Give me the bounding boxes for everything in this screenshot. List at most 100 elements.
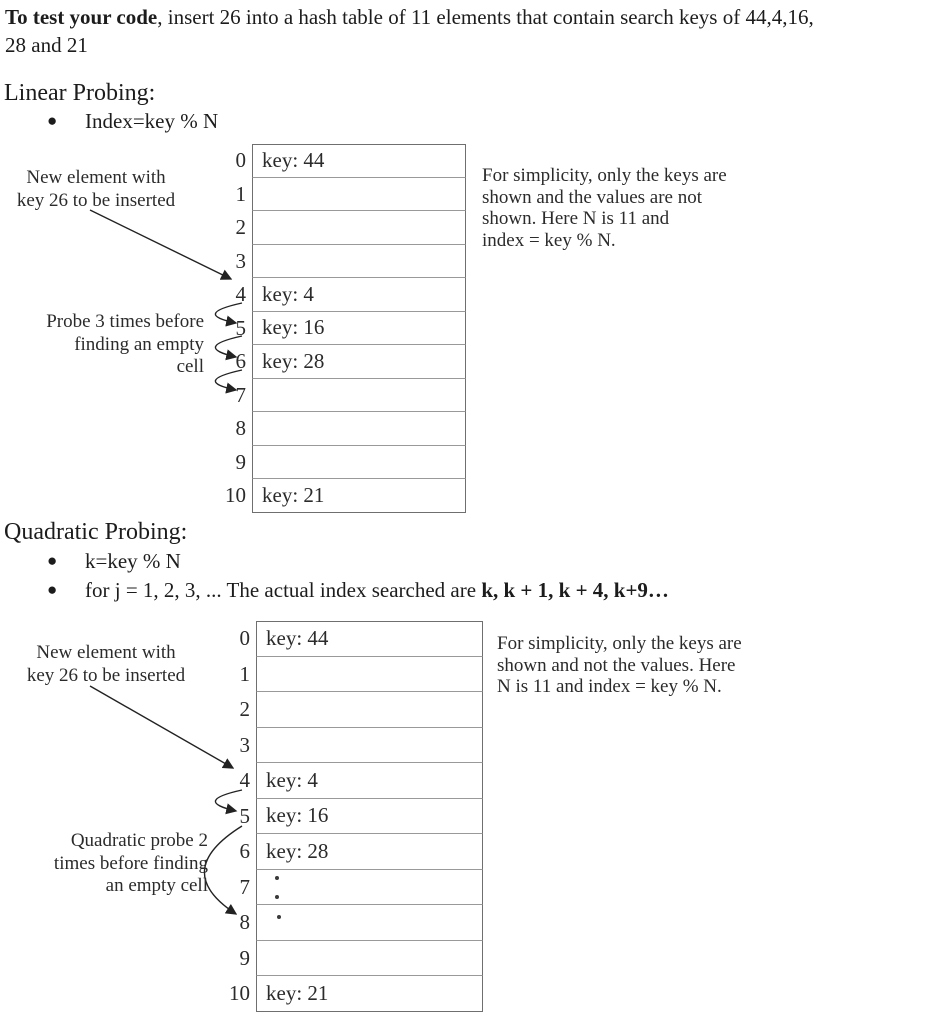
bullet-icon: ● [47,580,58,599]
quadratic-bullet-line-2: ● for j = 1, 2, 3, ... The actual index … [0,577,940,603]
label-line: index = key % N. [482,229,616,251]
bullet-icon: ● [47,111,58,130]
quadratic-bullet2-prefix: for j = 1, 2, 3, ... The actual index se… [85,578,482,602]
intro-rest: , insert 26 into a hash table of 11 elem… [157,5,814,29]
row-key-cell: key: 16 [252,311,466,345]
label-line: For simplicity, only the keys are [482,165,727,186]
hash-table-row-9: 9 [212,940,483,976]
hash-table-row-1: 1 [208,177,466,211]
row-key-cell [256,656,483,692]
hash-table-row-7: 7 [212,869,483,905]
row-key-cell [256,940,483,976]
row-index-label: 6 [239,839,251,864]
label-line: shown and the values are not [482,186,703,208]
linear-bullet-line: ● Index=key % N [0,108,940,134]
row-key-cell [256,727,483,763]
hash-table-row-3: 3 [208,244,466,278]
hash-table-row-9: 9 [208,445,466,479]
linear-probing-heading: Linear Probing: [4,80,156,106]
ellipsis-dot: · [277,915,281,919]
row-index-label: 1 [235,181,247,206]
row-index-label: 7 [239,874,251,899]
intro-line2: 28 and 21 [5,33,88,57]
row-index-label: 2 [239,697,251,722]
ellipsis-dot: · [275,895,279,899]
row-key-cell [252,211,466,245]
row-index-label: 10 [229,981,250,1006]
intro-bold-lead: To test your code [5,5,158,29]
label-line: For simplicity, only the keys are [497,633,742,654]
label-line: key 26 to be inserted [26,664,186,686]
row-key-cell [256,905,483,941]
quadratic-bullet2-bold: k, k + 1, k + 4, k+9… [481,578,669,602]
row-key-cell [252,378,466,412]
row-key-cell: key: 44 [252,144,466,178]
hash-table-row-7: 7 [208,378,466,412]
hash-table-row-3: 3 [212,727,483,763]
row-key-cell [256,869,483,905]
label-line: New element with [36,642,176,663]
label-line: New element with [26,167,166,188]
label-line: Probe 3 times before [46,311,204,332]
label-line: key 26 to be inserted [16,189,176,211]
row-index-label: 8 [235,416,247,441]
intro-paragraph: To test your code, insert 26 into a hash… [5,3,943,59]
row-key-cell: key: 28 [252,345,466,379]
row-key-cell [252,412,466,446]
quadratic-bullet-line-1: ● k=key % N [0,548,940,574]
label-line: N is 11 and index = key % N. [497,676,722,697]
hash-table-row-2: 2 [208,211,466,245]
row-key-cell: key: 44 [256,621,483,657]
quadratic-bullet-text-2: for j = 1, 2, 3, ... The actual index se… [85,577,669,603]
row-key-cell: key: 4 [256,763,483,799]
hash-table-row-8: 8 [208,412,466,446]
row-key-cell: key: 28 [256,834,483,870]
row-index-label: 4 [239,768,251,793]
label-line: an empty cell [105,875,208,896]
row-index-label: 6 [235,349,247,374]
row-index-label: 3 [235,248,247,273]
label-line: Quadratic probe 2 [70,830,208,851]
row-index-label: 1 [239,661,251,686]
row-key-cell: key: 4 [252,278,466,312]
row-index-label: 7 [235,382,247,407]
row-index-label: 10 [225,483,246,508]
row-key-cell: key: 16 [256,798,483,834]
row-index-label: 4 [235,282,247,307]
hash-table-row-1: 1 [212,656,483,692]
ellipsis-dot: · [275,876,279,880]
label-line: shown. Here N is 11 and [482,208,670,229]
row-index-label: 5 [239,803,251,828]
linear-bullet-text: Index=key % N [85,109,219,133]
row-key-cell [256,692,483,728]
row-index-label: 3 [239,732,251,757]
row-index-label: 5 [235,315,247,340]
row-index-label: 0 [235,148,247,173]
row-index-label: 9 [239,945,251,970]
row-index-label: 2 [235,215,247,240]
row-index-label: 9 [235,449,247,474]
bullet-icon: ● [47,551,58,570]
row-key-cell: key: 21 [256,976,483,1012]
row-index-label: 8 [239,910,251,935]
label-line: times before finding [53,852,208,874]
quadratic-probing-heading: Quadratic Probing: [4,519,188,545]
label-line: finding an empty [74,333,204,355]
hash-table-row-2: 2 [212,692,483,728]
